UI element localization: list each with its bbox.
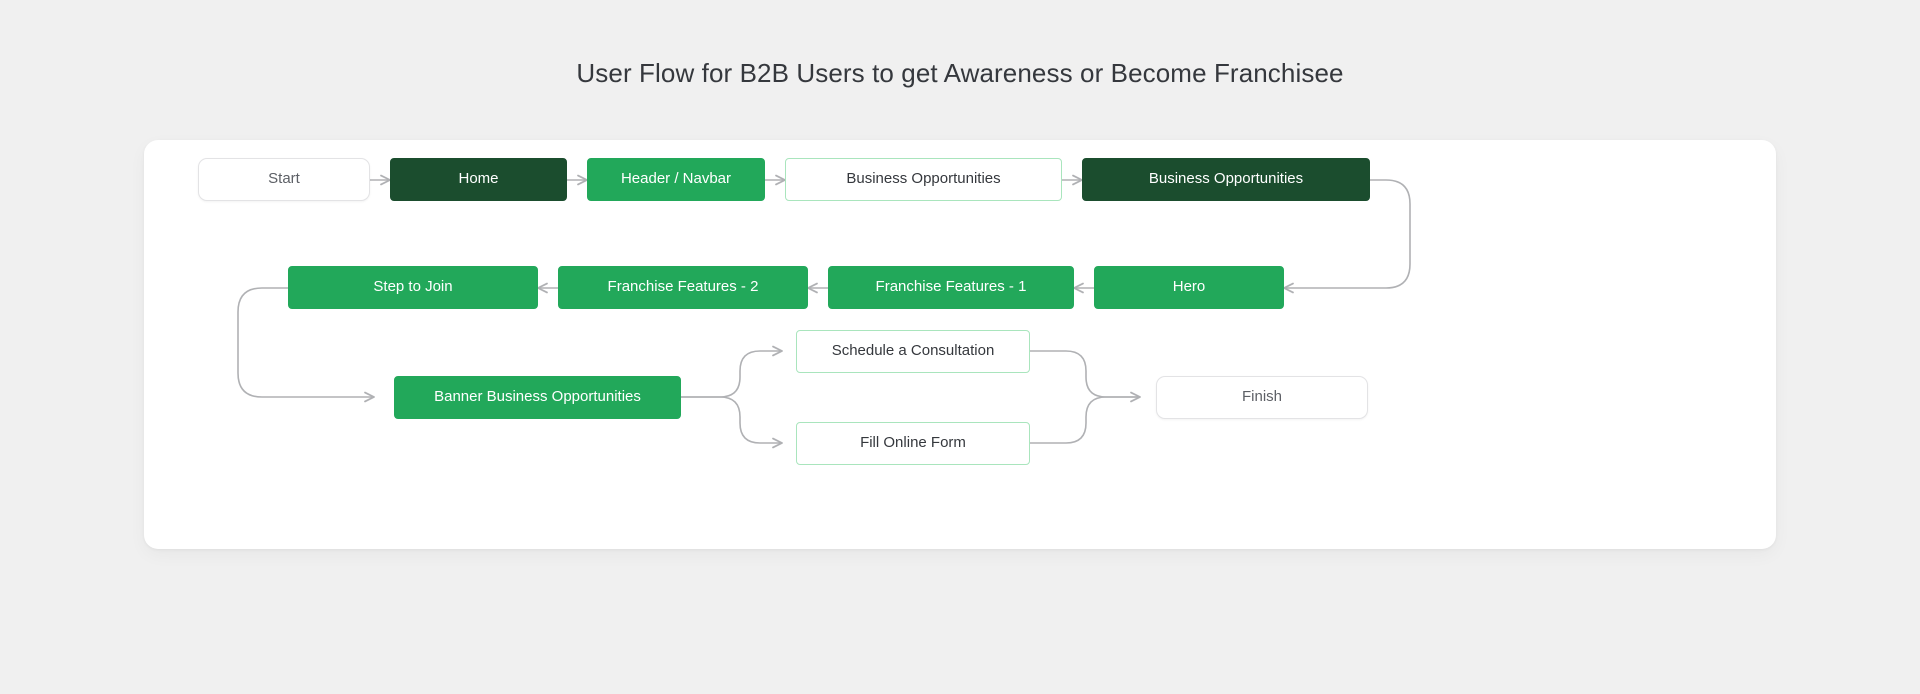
edge-banner-to-schedule	[681, 345, 783, 398]
edge-layer	[237, 174, 1411, 449]
node-step-to-join[interactable]: Step to Join	[288, 266, 538, 309]
node-business-opportunities-page-label: Business Opportunities	[1148, 170, 1304, 188]
node-fill-online-form-label: Fill Online Form	[860, 434, 966, 452]
node-fill-online-form[interactable]: Fill Online Form	[796, 422, 1030, 465]
node-banner-business-opportunities[interactable]: Banner Business Opportunities	[394, 376, 681, 419]
node-finish-label: Finish	[1241, 388, 1282, 406]
flow-diagram-card: Start Home Header / Navbar Business Oppo…	[144, 140, 1776, 549]
node-franchise-features-1-label: Franchise Features - 1	[875, 278, 1027, 296]
node-home[interactable]: Home	[390, 158, 567, 201]
edge-form-to-finish	[1030, 396, 1140, 444]
node-business-opportunities-page[interactable]: Business Opportunities	[1082, 158, 1370, 201]
node-business-opportunities-link-label: Business Opportunities	[846, 170, 1001, 188]
edge-step-to-banner	[237, 287, 375, 403]
node-step-to-join-label: Step to Join	[373, 278, 453, 296]
node-schedule-consultation-label: Schedule a Consultation	[831, 342, 995, 360]
node-banner-business-opportunities-label: Banner Business Opportunities	[434, 388, 641, 406]
node-hero[interactable]: Hero	[1094, 266, 1284, 309]
node-business-opportunities-link[interactable]: Business Opportunities	[785, 158, 1062, 201]
node-hero-label: Hero	[1172, 278, 1206, 296]
node-header-navbar-label: Header / Navbar	[620, 170, 732, 188]
node-franchise-features-2-label: Franchise Features - 2	[607, 278, 759, 296]
node-franchise-features-2[interactable]: Franchise Features - 2	[558, 266, 808, 309]
node-start-label: Start	[268, 170, 300, 188]
node-franchise-features-1[interactable]: Franchise Features - 1	[828, 266, 1074, 309]
node-header-navbar[interactable]: Header / Navbar	[587, 158, 765, 201]
node-schedule-consultation[interactable]: Schedule a Consultation	[796, 330, 1030, 373]
edge-bizopp-page-to-hero	[1283, 179, 1411, 294]
node-start[interactable]: Start	[198, 158, 370, 201]
page-title: User Flow for B2B Users to get Awareness…	[576, 58, 1344, 88]
edge-schedule-to-finish	[1030, 350, 1141, 403]
edge-banner-to-form	[681, 396, 783, 449]
node-finish[interactable]: Finish	[1156, 376, 1368, 419]
node-home-label: Home	[458, 170, 499, 188]
